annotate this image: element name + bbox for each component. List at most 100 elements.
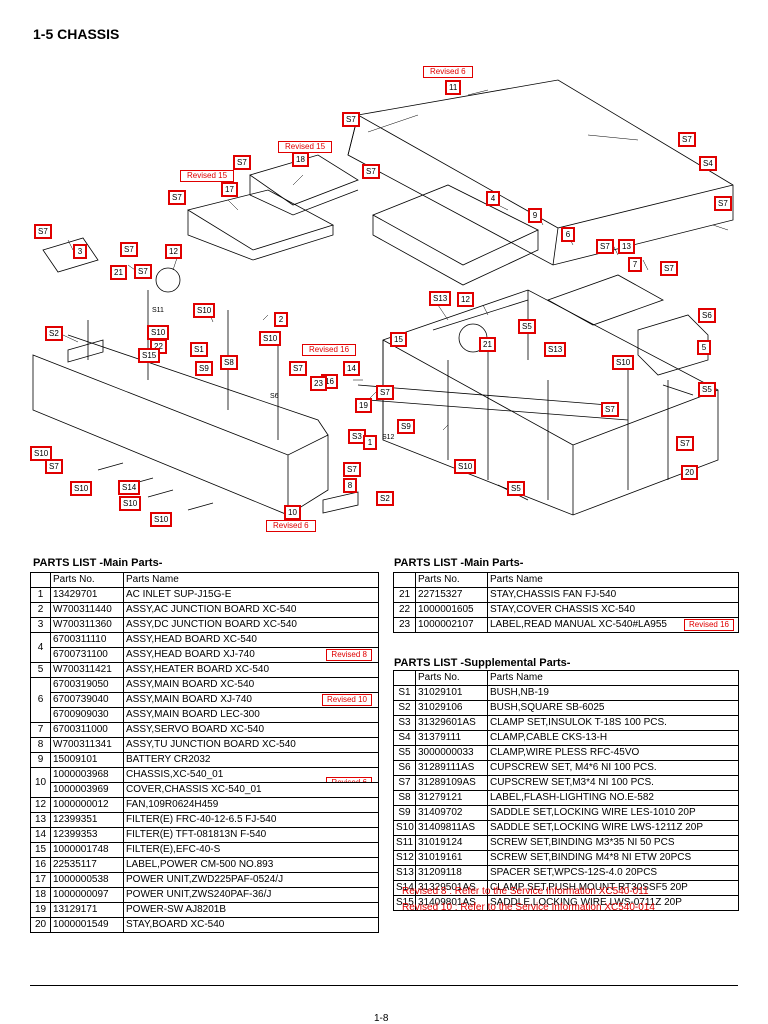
part-name-cell: FILTER(E) FRC-40-12-6.5 FJ-540 <box>123 812 379 828</box>
callout: S7 <box>660 261 678 276</box>
part-name-cell: CLAMP,WIRE PLESS RFC-45VO <box>487 745 739 761</box>
callout: 17 <box>221 182 238 197</box>
row-number: 12 <box>30 797 51 813</box>
row-number: 23 <box>393 617 416 633</box>
part-name-cell: COVER,CHASSIS XC-540_01 <box>123 782 379 798</box>
label-s12: S12 <box>382 434 395 441</box>
callout: 5 <box>697 340 711 355</box>
part-name: CLAMP SET,INSULOK T-18S 100 PCS. <box>490 717 667 728</box>
part-number: W700311421 <box>50 662 124 678</box>
row-number: 7 <box>30 722 51 738</box>
part-name-cell: BUSH,SQUARE SB-6025 <box>487 700 739 716</box>
part-number: 31379111 <box>415 730 488 746</box>
part-number: 31409801AS <box>415 895 488 911</box>
part-name-cell: CUPSCREW SET,M3*4 NI 100 PCS. <box>487 775 739 791</box>
part-name-cell: ASSY,TU JUNCTION BOARD XC-540 <box>123 737 379 753</box>
column-header: Parts No. <box>415 670 488 686</box>
row-number: 5 <box>30 662 51 678</box>
row-number: S15 <box>393 895 416 911</box>
callout: S4 <box>699 156 717 171</box>
part-number: 1000000097 <box>50 887 124 903</box>
main-parts-heading-left: PARTS LIST -Main Parts- <box>33 557 163 569</box>
part-number: 22535117 <box>50 857 124 873</box>
callout: S7 <box>168 190 186 205</box>
part-name: FILTER(E) TFT-081813N F-540 <box>126 829 267 840</box>
column-header: Parts No. <box>50 572 124 588</box>
callout: S7 <box>134 264 152 279</box>
top-cover <box>347 79 734 266</box>
part-number: 31209118 <box>415 865 488 881</box>
part-number: 13129171 <box>50 902 124 918</box>
part-number: W700311341 <box>50 737 124 753</box>
part-number: 1000003968 <box>50 767 124 783</box>
callout: 14 <box>343 361 360 376</box>
part-name-cell: STAY,COVER CHASSIS XC-540 <box>487 602 739 618</box>
part-name: FILTER(E) FRC-40-12-6.5 FJ-540 <box>126 814 277 825</box>
part-name-cell: BUSH,NB-19 <box>487 685 739 701</box>
part-number: 3000000033 <box>415 745 488 761</box>
part-name: CLAMP SET,PUSH MOUNT RT30SSF5 20P <box>490 882 688 893</box>
diagram-revised-tag: Revised 6 <box>423 66 473 78</box>
part-number: 1000002107 <box>415 617 488 633</box>
main-board-4 <box>372 184 539 286</box>
part-number: W700311440 <box>50 602 124 618</box>
row-number: 22 <box>393 602 416 618</box>
row-number: S5 <box>393 745 416 761</box>
part-name: ASSY,HEAD BOARD XJ-740 <box>126 649 255 660</box>
part-name-cell: FILTER(E),EFC-40-S <box>123 842 379 858</box>
part-name: SADDLE SET,LOCKING WIRE LWS-1211Z 20P <box>490 822 704 833</box>
callout: S10 <box>30 446 53 461</box>
part-name: CUPSCREW SET, M4*6 NI 100 PCS. <box>490 762 657 773</box>
part-name-cell: POWER-SW AJ8201B <box>123 902 379 918</box>
part-name: ASSY,SERVO BOARD XC-540 <box>126 724 265 735</box>
part-name-cell: ASSY,MAIN BOARD XJ-740 Revised 10 <box>123 692 379 708</box>
part-name: POWER UNIT,ZWD225PAF-0524/J <box>126 874 284 885</box>
part-name-cell: ASSY,HEATER BOARD XC-540 <box>123 662 379 678</box>
part-name-cell: STAY,BOARD XC-540 <box>123 917 379 933</box>
callout: 3 <box>73 244 87 259</box>
part-name: LABEL,POWER CM-500 NO.893 <box>126 859 274 870</box>
part-name-cell: ASSY,MAIN BOARD LEC-300 <box>123 707 379 723</box>
part-name-cell: BATTERY CR2032 <box>123 752 379 768</box>
row-number: 4 <box>30 632 51 663</box>
part-name-cell: ASSY,DC JUNCTION BOARD XC-540 <box>123 617 379 633</box>
part-name-cell: LABEL,POWER CM-500 NO.893 <box>123 857 379 873</box>
row-number: S10 <box>393 820 416 836</box>
dc-board-3 <box>42 237 99 273</box>
part-number: 6700731100 <box>50 647 124 663</box>
part-name-cell: SCREW SET,BINDING M4*8 NI ETW 20PCS <box>487 850 739 866</box>
revision-note: Revised 8 : Refer to the Service Informa… <box>402 886 649 897</box>
row-number: S7 <box>393 775 416 791</box>
callout: S7 <box>678 132 696 147</box>
callout: S7 <box>596 239 614 254</box>
row-number: 3 <box>30 617 51 633</box>
callout: S7 <box>676 436 694 451</box>
diagram-revised-tag: Revised 15 <box>180 170 235 182</box>
revised-tag: Revised 10 <box>321 694 372 706</box>
callout: 15 <box>390 332 407 347</box>
callout: S8 <box>220 355 238 370</box>
part-number: 1000001549 <box>50 917 124 933</box>
callout: S14 <box>118 480 141 495</box>
part-number: 31329601AS <box>415 715 488 731</box>
part-number: 12399351 <box>50 812 124 828</box>
callout: 19 <box>355 398 372 413</box>
part-name-cell: AC INLET SUP-J15G-E <box>123 587 379 603</box>
part-name: ASSY,MAIN BOARD XJ-740 <box>126 694 252 705</box>
